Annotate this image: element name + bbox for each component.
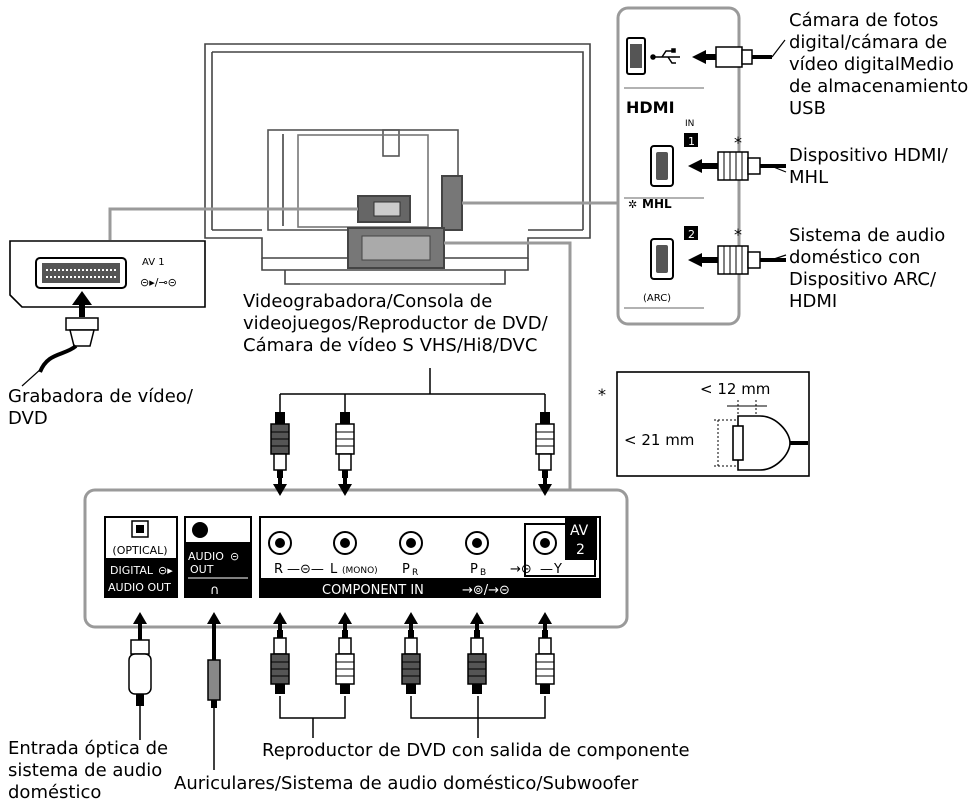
- usb-plug-icon: [715, 46, 743, 68]
- port-1-badge: [684, 133, 698, 147]
- hdmi-2-asterisk: *: [734, 225, 742, 244]
- bottom-brackets: [139, 696, 546, 770]
- arrow-down-icon: [273, 484, 287, 496]
- headphones-label: Auriculares/Sistema de audio doméstico/S…: [174, 773, 639, 794]
- arrow-up-icon: [338, 612, 352, 624]
- arrow-up-icon: [273, 612, 287, 624]
- svg-text:—⊝—: —⊝—: [287, 562, 324, 577]
- tv-port-highlights: [347, 175, 463, 269]
- usb-icon: [650, 48, 680, 64]
- component-in-label: COMPONENT IN: [322, 583, 424, 598]
- inset-asterisk: *: [598, 385, 606, 404]
- audio-out-label-2: OUT: [190, 563, 214, 576]
- arrow-up-icon: [470, 612, 484, 624]
- scart-panel: AV 1 ⊝▸/⊸⊝: [9, 240, 206, 308]
- hdmi-1-asterisk: *: [734, 133, 742, 152]
- top-cable-bracket: [279, 368, 546, 412]
- tv-back: [204, 43, 591, 285]
- y-label: Y: [553, 562, 562, 577]
- optical-plug-icon: [130, 639, 150, 655]
- rca-plug-icon: [540, 412, 550, 424]
- mhl-label: MHL: [642, 197, 672, 211]
- vcr-console-label: Videograbadora/Consola de videojuegos/Re…: [243, 291, 548, 356]
- svg-text:✲: ✲: [628, 198, 637, 211]
- l-label: L: [330, 562, 338, 577]
- av2-label: AV: [570, 523, 589, 539]
- video-recorder-label: Grabadora de vídeo/ DVD: [8, 386, 193, 429]
- optical-input-label: Entrada óptica de sistema de audio domés…: [8, 738, 169, 803]
- audio-system-label: Sistema de audio doméstico con Dispositi…: [789, 225, 946, 312]
- port-2-badge: [684, 226, 698, 240]
- svg-text:R: R: [412, 568, 418, 578]
- svg-text:—: —: [540, 562, 553, 577]
- scart-cable: [21, 291, 99, 387]
- optical-label-bottom: AUDIO OUT: [108, 581, 171, 594]
- dvd-component-label: Reproductor de DVD con salida de compone…: [262, 740, 690, 761]
- arrow-up-icon: [538, 612, 552, 624]
- height-dim-label: < 21 mm: [624, 431, 694, 449]
- pb-label: P: [470, 562, 478, 577]
- dimension-inset: * < 12 mm < 21 mm: [598, 371, 810, 477]
- headphone-jack: [192, 522, 208, 538]
- svg-text:⊝: ⊝: [230, 550, 239, 563]
- svg-text:⊝▸/⊸⊝: ⊝▸/⊸⊝: [140, 276, 177, 289]
- headphones-icon: ∩: [210, 583, 220, 598]
- hdmi-side-connectors: * *: [688, 39, 787, 275]
- hdmi-panel: HDMI IN 1 ✲ MHL 2 (ARC): [624, 37, 704, 309]
- svg-text:⊝▸: ⊝▸: [158, 564, 173, 577]
- mono-label: (MONO): [342, 566, 378, 576]
- bottom-panel: (OPTICAL) DIGITAL ⊝▸ AUDIO OUT AUDIO ⊝ O…: [83, 488, 629, 629]
- optical-label-top: (OPTICAL): [112, 544, 167, 557]
- audio-plug-icon: [212, 624, 216, 660]
- arc-label: (ARC): [643, 293, 671, 304]
- hdmi-plug-icon: [717, 151, 761, 181]
- optical-label-mid: DIGITAL: [110, 564, 154, 577]
- hdmi-in-label: IN: [685, 119, 694, 129]
- r-label: R: [274, 562, 283, 577]
- svg-text:→⊝: →⊝: [510, 562, 532, 577]
- width-dim-label: < 12 mm: [700, 380, 770, 398]
- component-jacks: [268, 531, 557, 555]
- arrow-down-icon: [338, 484, 352, 496]
- port-1-number: 1: [688, 135, 695, 148]
- scart-av1-label: AV 1: [142, 257, 165, 268]
- arrow-up-icon: [207, 612, 221, 624]
- rca-plug-icon: [340, 412, 350, 424]
- hdmi-plug-icon-2: [717, 245, 761, 275]
- port-2-number: 2: [688, 228, 695, 241]
- audio-out-label: AUDIO: [188, 550, 224, 563]
- svg-text:B: B: [480, 568, 486, 578]
- camera-usb-label: Cámara de fotos digital/cámara de vídeo …: [789, 10, 969, 119]
- arrow-up-icon: [133, 612, 147, 624]
- svg-text:→⊚/→⊝: →⊚/→⊝: [462, 583, 510, 598]
- pr-label: P: [402, 562, 410, 577]
- arrow-down-icon: [538, 484, 552, 496]
- hdmi-device-label: Dispositivo HDMI/ MHL: [789, 145, 948, 188]
- rca-plug-icon: [275, 412, 285, 424]
- arrow-up-icon: [404, 612, 418, 624]
- hdmi-logo: HDMI: [626, 98, 675, 117]
- av2-number: 2: [576, 542, 585, 558]
